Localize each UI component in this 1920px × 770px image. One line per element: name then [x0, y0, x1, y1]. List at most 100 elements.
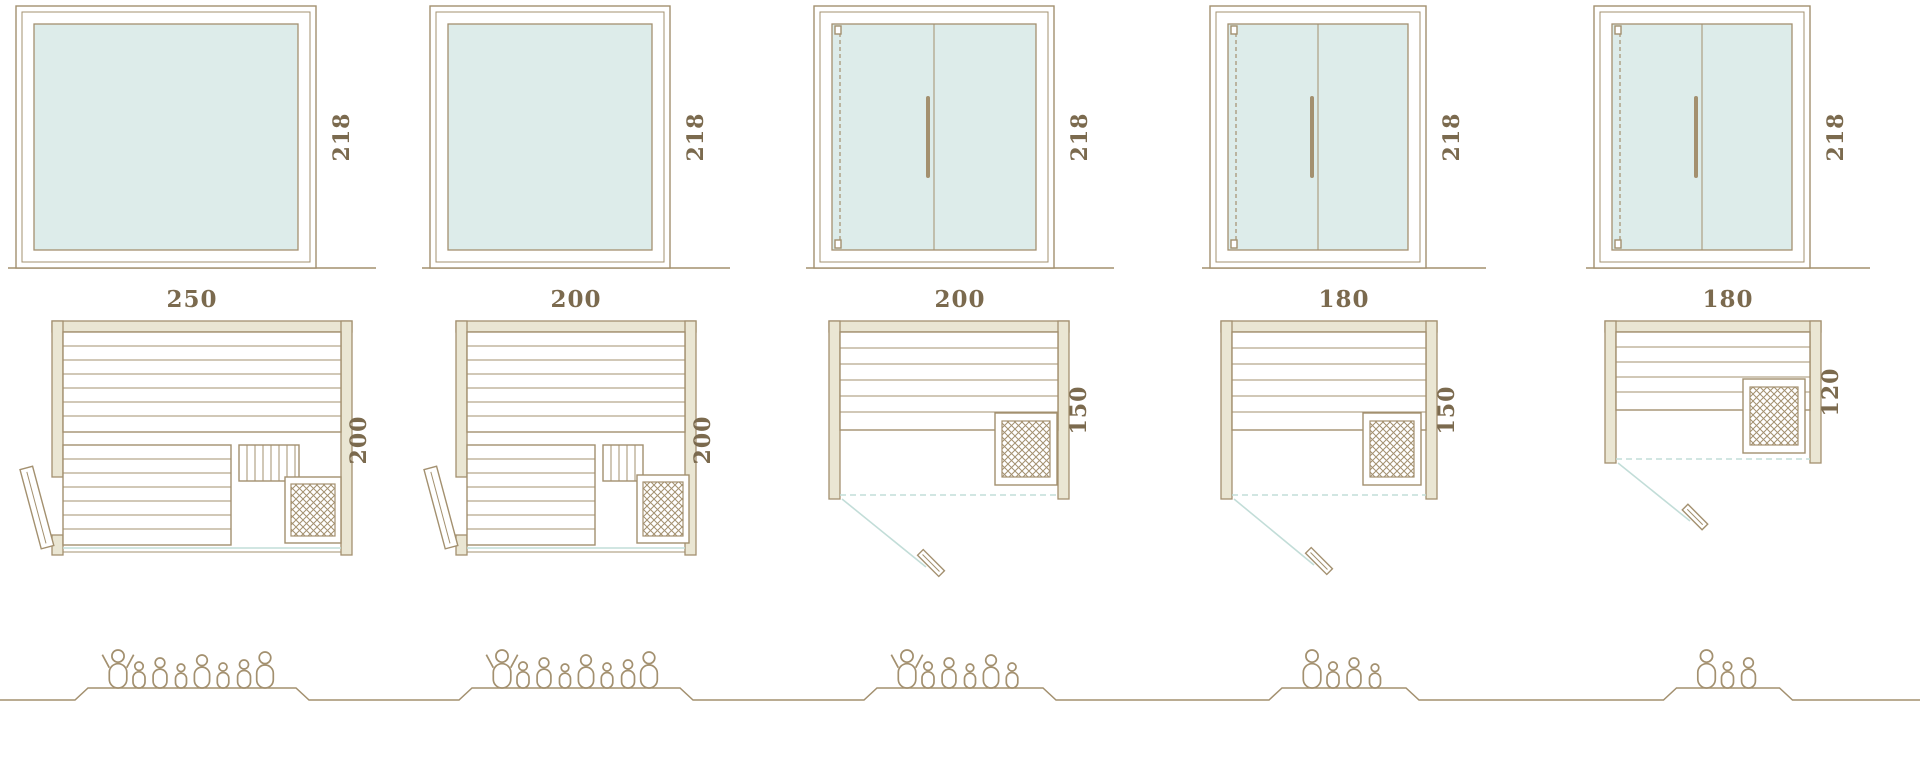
person-icon	[558, 663, 572, 689]
height-dimension-label: 218	[683, 113, 709, 162]
floor-plan-1: 200	[19, 320, 372, 556]
depth-dimension-label: 200	[690, 416, 716, 465]
heater-crosshatch	[1001, 420, 1051, 478]
left-wall	[828, 320, 841, 500]
person-icon	[963, 663, 977, 689]
model-column-4: 218 180 150	[1152, 0, 1536, 588]
person-icon	[921, 661, 935, 689]
model-columns: 218 250	[8, 0, 1870, 588]
hinge-mark-bottom	[834, 239, 842, 249]
person-icon	[620, 659, 636, 689]
person-icon	[1326, 661, 1340, 689]
floor-plan-2: 200	[423, 320, 716, 556]
person-icon	[982, 654, 1000, 689]
capacity-group-2	[384, 608, 768, 728]
person-icon	[1720, 661, 1735, 689]
height-dimension-label: 218	[1067, 113, 1093, 162]
person-icon	[216, 662, 230, 689]
upper-bench-slats	[63, 345, 341, 417]
height-dimension-label: 218	[1439, 113, 1465, 162]
front-elevation-4: 218	[1202, 5, 1486, 269]
person-icon	[577, 654, 595, 689]
frame-inner-line	[819, 11, 1049, 263]
ground-line	[1152, 687, 1536, 701]
bench-step-slats	[246, 445, 296, 481]
capacity-group-1	[0, 608, 384, 728]
front-elevation-1: 218	[8, 5, 376, 269]
capacity-group-3	[768, 608, 1152, 728]
capacity-group-5	[1536, 608, 1920, 728]
person-icon	[1302, 649, 1322, 689]
width-dimension-label: 180	[1318, 286, 1370, 313]
capacity-illustration	[384, 649, 768, 701]
back-wall	[1220, 320, 1438, 333]
ground-line	[768, 687, 1152, 701]
width-dimension-label: 200	[934, 286, 986, 313]
frame-inner-line	[435, 11, 665, 263]
height-dimension-label: 218	[1823, 113, 1849, 162]
back-wall	[1604, 320, 1822, 333]
floor-plan-3: 150	[828, 320, 1092, 578]
frame-inner-line	[1599, 11, 1805, 263]
door-swing-line	[1617, 462, 1691, 522]
left-wall	[51, 320, 64, 478]
door-swing-line	[1233, 498, 1315, 566]
capacity-group-4	[1152, 608, 1536, 728]
hinge-mark-top	[1230, 25, 1238, 35]
glass-panel	[33, 23, 299, 251]
right-wall	[684, 320, 697, 556]
hinge-mark-bottom	[1230, 239, 1238, 249]
door-handle	[1694, 96, 1698, 178]
person-icon	[1696, 649, 1717, 689]
person-icon	[1740, 657, 1757, 689]
front-elevation-2: 218	[422, 5, 730, 269]
door-leaf	[423, 465, 459, 550]
depth-dimension-label: 200	[346, 416, 372, 465]
capacity-illustration	[768, 649, 1152, 701]
bench-step-slats	[610, 445, 636, 481]
left-wall	[1604, 320, 1617, 464]
back-wall	[455, 320, 697, 333]
capacity-illustration	[1536, 649, 1920, 701]
person-icon	[193, 654, 211, 689]
person-icon	[941, 657, 957, 689]
door-swing-line	[841, 498, 927, 568]
door-handle	[926, 96, 930, 178]
lower-bench-slats	[467, 458, 595, 530]
person-icon	[536, 657, 552, 689]
back-wall	[828, 320, 1070, 333]
ground-line	[1536, 687, 1920, 701]
model-column-3: 218 200 150	[768, 0, 1152, 588]
person-icon	[1368, 663, 1382, 689]
person-icon	[600, 662, 614, 689]
heater-crosshatch	[290, 483, 336, 537]
person-icon	[152, 657, 168, 689]
heater-crosshatch	[1369, 420, 1415, 478]
person-icon	[1005, 662, 1019, 689]
frame-inner-line	[1215, 11, 1421, 263]
capacity-illustration	[1152, 649, 1536, 701]
width-dimension-label: 200	[550, 286, 602, 313]
person-icon	[516, 661, 530, 689]
upper-bench	[62, 331, 342, 433]
person-icon	[174, 663, 188, 689]
ground-line	[384, 687, 768, 701]
floor-plan-4: 150	[1220, 320, 1460, 576]
door-leaf	[916, 548, 946, 578]
depth-dimension-label: 150	[1066, 386, 1092, 435]
person-icon	[485, 649, 519, 689]
heater-crosshatch	[642, 481, 684, 537]
hinge-mark-top	[1614, 25, 1622, 35]
lower-bench-slats	[63, 458, 231, 530]
capacity-illustration	[0, 649, 384, 701]
glass-panel	[447, 23, 653, 251]
person-icon	[890, 649, 924, 689]
back-wall	[51, 320, 353, 333]
person-icon	[255, 651, 275, 689]
lower-bench	[466, 444, 596, 546]
bench-step	[238, 444, 300, 482]
frame-inner-line	[21, 11, 311, 263]
door-handle	[1310, 96, 1314, 178]
capacity-row	[0, 608, 1920, 728]
lower-bench	[62, 444, 232, 546]
